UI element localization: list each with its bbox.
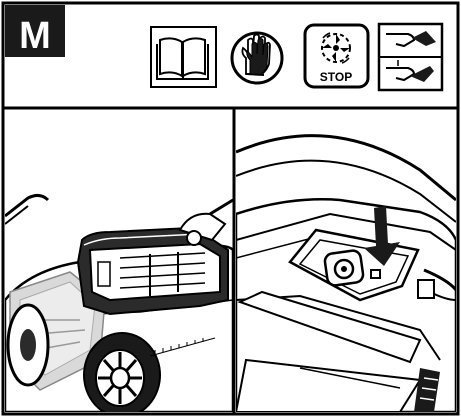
- mower-overview-panel: [5, 193, 233, 412]
- lever-release-icon: [377, 22, 444, 92]
- read-manual-icon: [150, 26, 217, 88]
- wear-gloves-icon: [230, 31, 284, 85]
- blade-stop-label: STOP: [320, 70, 352, 84]
- step-badge-label: M: [19, 15, 51, 57]
- step-badge-bg: [5, 5, 65, 57]
- button-detail-panel: [236, 134, 456, 412]
- step-badge: M: [5, 5, 65, 57]
- blade-stop-icon: STOP: [303, 23, 370, 89]
